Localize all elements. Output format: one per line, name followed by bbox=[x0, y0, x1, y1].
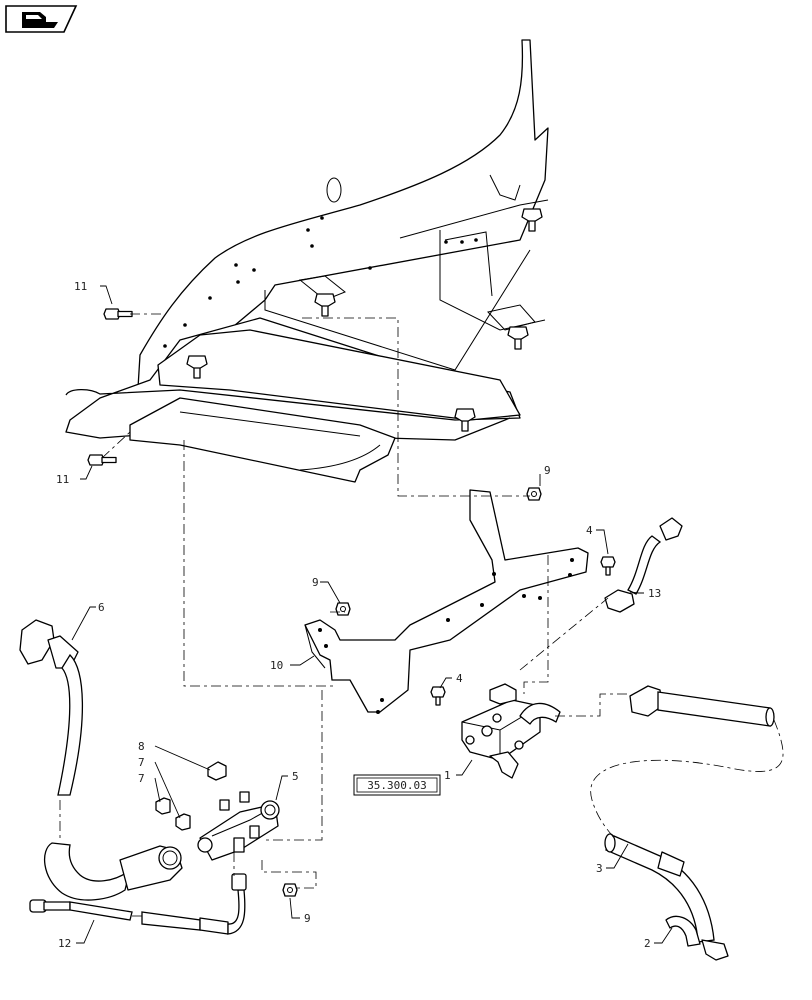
callout-4-upper: 4 bbox=[586, 524, 593, 537]
page-arrow-icon[interactable] bbox=[5, 5, 78, 33]
assembly-lines bbox=[59, 313, 784, 917]
hose-12 bbox=[29, 873, 247, 935]
callout-leaders bbox=[71, 285, 673, 944]
fasteners bbox=[87, 308, 616, 897]
reference-box[interactable]: 35.300.03 bbox=[353, 774, 441, 796]
callout-11-lower: 11 bbox=[56, 473, 69, 486]
callout-7-upper: 7 bbox=[138, 756, 145, 769]
callout-9-top: 9 bbox=[544, 464, 551, 477]
callout-9-mid: 9 bbox=[312, 576, 319, 589]
callout-4-lower: 4 bbox=[456, 672, 463, 685]
frame-bolts bbox=[186, 208, 543, 432]
callout-7-lower: 7 bbox=[138, 772, 145, 785]
callout-6: 6 bbox=[98, 601, 105, 614]
hose-6 bbox=[19, 619, 183, 901]
manifold-block bbox=[197, 791, 280, 861]
callout-5: 5 bbox=[292, 770, 299, 783]
callout-1: 1 bbox=[444, 769, 451, 782]
reference-box-label: 35.300.03 bbox=[367, 779, 427, 792]
hose-13 bbox=[604, 517, 683, 613]
callout-numbers: 11 11 9 4 13 9 6 10 4 8 7 7 5 1 3 9 12 2 bbox=[56, 280, 661, 950]
callout-10: 10 bbox=[270, 659, 283, 672]
callout-8: 8 bbox=[138, 740, 145, 753]
callout-9-bottom: 9 bbox=[304, 912, 311, 925]
callout-11-upper: 11 bbox=[74, 280, 87, 293]
callout-12: 12 bbox=[58, 937, 71, 950]
callout-2: 2 bbox=[644, 937, 651, 950]
fitting-caps bbox=[155, 761, 227, 831]
hose-3 bbox=[604, 685, 775, 943]
valve-block bbox=[461, 683, 561, 779]
callout-3: 3 bbox=[596, 862, 603, 875]
callout-13: 13 bbox=[648, 587, 661, 600]
frame-chassis bbox=[65, 39, 549, 483]
hose-clamp bbox=[665, 915, 729, 961]
mounting-bracket bbox=[304, 489, 589, 714]
